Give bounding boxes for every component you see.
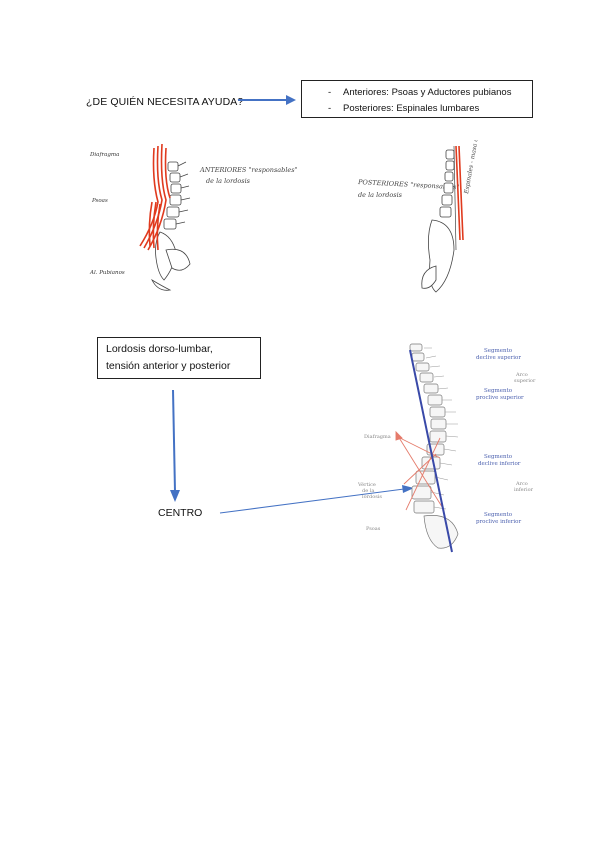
anterior-muscles-figure: Diafragma Psoas Al. Pubianos ANTERIORES … <box>89 143 298 291</box>
lordosis-box: Lordosis dorso-lumbar, tensión anterior … <box>97 337 261 379</box>
posterior-side-label: Espinales - masa común <box>463 140 483 195</box>
label-segmento-proclive-superior: Segmento <box>484 388 513 394</box>
muscle-item-label: Anteriores: Psoas y Aductores pubianos <box>343 87 512 98</box>
posterior-muscles-figure: POSTERIORES "responsables" de la lordosi… <box>357 140 483 293</box>
label-proclive-superior: proclive superior <box>476 395 524 401</box>
list-dash: - <box>328 87 332 98</box>
label-psoas: Psoas <box>366 526 381 532</box>
label-diafragma: Diafragma <box>364 434 391 440</box>
label-arco-inferior: inferior <box>514 487 534 493</box>
centro-label: CENTRO <box>158 507 203 519</box>
label-declive-inferior: declive inferior <box>478 461 521 467</box>
list-dash: - <box>328 103 332 114</box>
lordosis-line2: tensión anterior y posterior <box>106 360 231 372</box>
label-de-la: de la <box>362 488 374 494</box>
arrow-to-spine-icon <box>219 485 414 514</box>
question-text: ¿DE QUIÉN NECESITA AYUDA? <box>86 96 244 108</box>
label-segmento-declive-superior: Segmento <box>484 348 513 354</box>
muscle-groups-box: - Anteriores: Psoas y Aductores pubianos… <box>301 80 533 118</box>
muscle-item-label: Posteriores: Espinales lumbares <box>343 103 480 114</box>
label-aductores-pubianos: Al. Pubianos <box>89 270 125 276</box>
label-arco: Arco <box>515 372 528 378</box>
arrow-right-icon <box>238 95 296 105</box>
anterior-caption-line2: de la lordosis <box>206 177 251 185</box>
label-segmento-proclive-inferior: Segmento <box>484 512 513 518</box>
label-vertice: Vértice <box>357 481 376 488</box>
arrow-down-icon <box>170 389 180 502</box>
lordosis-line1: Lordosis dorso-lumbar, <box>106 343 213 355</box>
spine-lordosis-figure: Diafragma Vértice de la lordosis Psoas S… <box>357 343 536 553</box>
label-arco-2: Arco <box>515 481 528 487</box>
label-psoas: Psoas <box>91 198 108 204</box>
label-proclive-inferior: proclive inferior <box>476 519 521 525</box>
label-arco-superior: superior <box>514 378 536 384</box>
label-diafragma: Diafragma <box>89 152 119 158</box>
posterior-caption-line2: de la lordosis <box>358 191 403 199</box>
label-segmento-declive-inferior: Segmento <box>484 454 513 460</box>
anterior-caption-line1: ANTERIORES "responsables" <box>199 166 298 174</box>
label-lordosis: lordosis <box>362 494 382 500</box>
label-declive-superior: declive superior <box>476 355 521 361</box>
